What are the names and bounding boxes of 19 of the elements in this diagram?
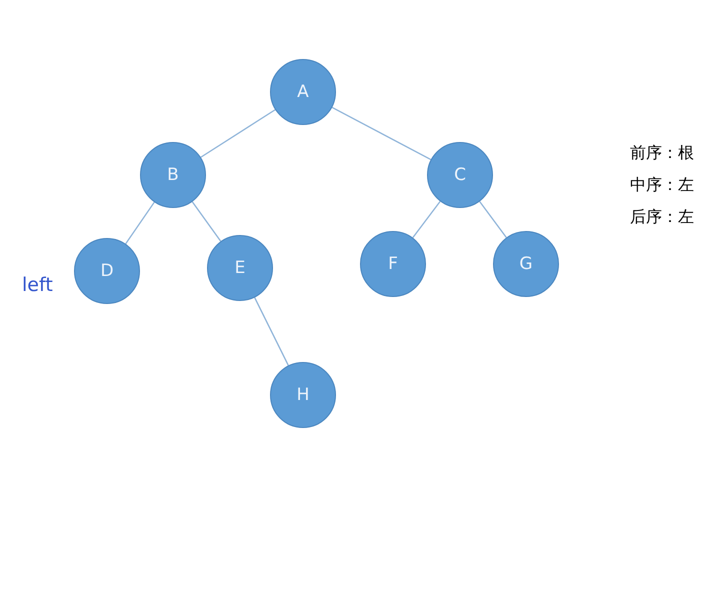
- connector-line: [254, 297, 289, 366]
- traversal-note: 中序：左: [630, 175, 694, 196]
- tree-node-circle: A: [270, 59, 336, 125]
- tree-node-circle: B: [140, 142, 206, 208]
- traversal-note: 前序：根: [630, 143, 694, 164]
- tree-node-circle: F: [360, 231, 426, 297]
- connector-line: [125, 202, 155, 244]
- tree-node-circle: C: [427, 142, 493, 208]
- tree-node-circle: H: [270, 362, 336, 428]
- tree-node-circle: G: [493, 231, 559, 297]
- tree-node-circle: D: [74, 238, 140, 304]
- connector-line: [192, 201, 222, 242]
- connector-line: [332, 106, 432, 160]
- traversal-note: 后序：左: [630, 207, 694, 228]
- connector-line: [479, 201, 507, 238]
- tree-node-circle: E: [207, 235, 273, 301]
- connector-line: [200, 109, 276, 158]
- side-label: left: [22, 274, 53, 296]
- connector-line: [412, 200, 441, 238]
